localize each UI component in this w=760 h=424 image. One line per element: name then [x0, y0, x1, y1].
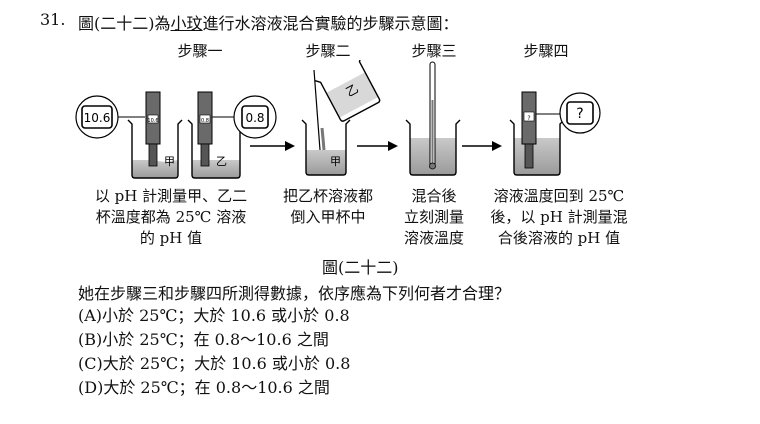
thermometer: [429, 61, 436, 170]
beaker-gamma-receiving: 甲: [301, 119, 351, 176]
question-number: 31.: [40, 10, 66, 29]
arrow-3: [462, 141, 502, 151]
ph-reading-bubble-unknown: ?: [536, 92, 601, 134]
beaker-b-pouring: 乙: [314, 60, 381, 122]
pour-beaker-label: 乙: [344, 81, 361, 99]
stem-text-before: 圖(二十二)為: [78, 14, 171, 33]
ph-reading-b: 0.8: [245, 111, 264, 125]
step-2-title: 步驟二: [305, 42, 351, 60]
experiment-diagram: 10.6 10.6 甲 0.8 乙: [75, 60, 601, 179]
ph-meter-b-display: 0.8: [201, 118, 209, 124]
step2-beaker-label: 甲: [330, 155, 341, 168]
ph-reading-bubble-a: 10.6: [75, 95, 145, 139]
step-1-title: 步驟一: [177, 42, 223, 60]
ph-reading-a: 10.6: [84, 111, 111, 125]
ph-meter-b: 0.8: [197, 91, 213, 167]
ph-reading-bubble-b: 0.8: [212, 95, 277, 139]
option-d[interactable]: (D)大於 25℃；在 0.8～10.6 之間: [78, 378, 330, 397]
step-4-title: 步驟四: [523, 42, 569, 60]
pour-stream: [313, 69, 326, 151]
beaker-b-label: 乙: [216, 155, 227, 168]
step-2-caption: 把乙杯溶液都 倒入甲杯中: [282, 187, 373, 226]
ph-meter-a: 10.6: [145, 91, 161, 167]
stem-text-after: 進行水溶液混合實驗的步驟示意圖：: [202, 14, 459, 33]
step-1-diagram: 10.6 10.6 甲 0.8 乙: [75, 91, 277, 179]
step-1-caption: 以 pH 計測量甲、乙二 杯溫度都為 25℃ 溶液 的 pH 值: [94, 187, 248, 247]
ph-meter-step4: ?: [521, 91, 537, 169]
arrow-2: [357, 141, 398, 151]
arrow-1: [250, 141, 295, 151]
option-c[interactable]: (C)大於 25℃；大於 10.6 或小於 0.8: [78, 354, 351, 373]
ph-meter-step4-display: ?: [527, 115, 530, 122]
figure-caption: 圖(二十二): [322, 258, 399, 277]
step-2-diagram: 甲 乙: [301, 60, 381, 176]
question-stem: 圖(二十二)為小玟進行水溶液混合實驗的步驟示意圖：: [78, 10, 459, 34]
beaker-a-label: 甲: [164, 155, 175, 168]
step-3-diagram: [405, 61, 461, 176]
beaker-a: 10.6 甲: [124, 91, 183, 179]
option-b[interactable]: (B)小於 25℃；在 0.8～10.6 之間: [78, 330, 329, 349]
step-4-diagram: ? ?: [509, 91, 601, 176]
stem-student-name: 小玟: [170, 14, 203, 33]
ph-meter-a-display: 10.6: [147, 118, 158, 124]
step-3-caption: 混合後 立刻測量 溶液溫度: [403, 187, 464, 247]
beaker-b: 0.8 乙: [187, 91, 245, 179]
step-4-caption: 溶液溫度回到 25℃ 後，以 pH 計測量混 合後溶液的 pH 值: [490, 187, 628, 247]
question-text: 她在步驟三和步驟四所測得數據，依序應為下列何者才合理？: [78, 284, 511, 303]
option-a[interactable]: (A)小於 25℃；大於 10.6 或小於 0.8: [78, 306, 350, 325]
ph-reading-unknown: ?: [576, 106, 583, 122]
step-3-title: 步驟三: [411, 42, 457, 60]
